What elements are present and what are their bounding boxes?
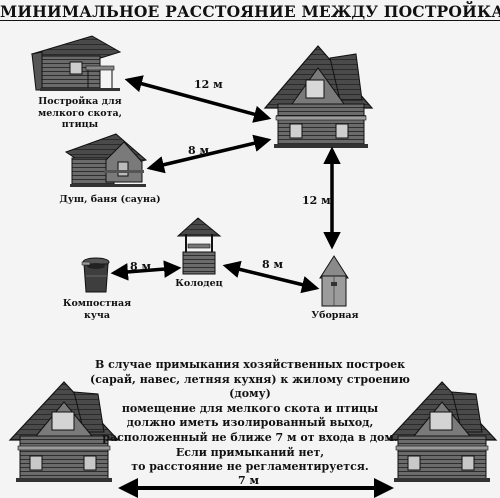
note-line: помещение для мелкого скота и птицы bbox=[121, 401, 379, 415]
house-right-icon bbox=[386, 381, 498, 482]
distance-house-house: 7 м bbox=[238, 474, 260, 487]
arrow-house-bath bbox=[146, 134, 272, 174]
arrow-well-toilet bbox=[222, 260, 320, 294]
rules-note: В случае примыкания хозяйственных постро… bbox=[85, 358, 415, 475]
page-title: МИНИМАЛЬНОЕ РАССТОЯНИЕ МЕЖДУ ПОСТРОЙКАМИ bbox=[0, 2, 500, 21]
distance-house-bath: 8 м bbox=[188, 144, 210, 157]
well-icon bbox=[176, 217, 222, 275]
compost-bin-icon bbox=[81, 257, 110, 293]
arrow-compost-well bbox=[110, 260, 182, 281]
note-line: Если примыканий нет, bbox=[175, 445, 325, 459]
distance-compost-well: 8 м bbox=[130, 260, 152, 273]
distance-house-toilet: 12 м bbox=[302, 194, 331, 207]
note-line: то расстояние не регламентируется. bbox=[131, 460, 369, 474]
note-line: (сарай, навес, летняя кухня) к жилому ст… bbox=[90, 372, 410, 401]
distance-house-livestock: 12 м bbox=[194, 78, 223, 91]
main-house-icon bbox=[263, 45, 374, 148]
label-livestock: Постройка для мелкого скота, птицы bbox=[38, 96, 122, 130]
arrow-house-livestock bbox=[124, 75, 272, 123]
label-toilet: Уборная bbox=[311, 310, 359, 321]
label-compost: Компостная куча bbox=[62, 298, 132, 321]
house-left-icon bbox=[8, 381, 120, 482]
label-well: Колодец bbox=[175, 278, 223, 289]
livestock-shed-icon bbox=[30, 35, 122, 91]
note-line: должно иметь изолированный выход, bbox=[126, 416, 374, 430]
outhouse-icon bbox=[319, 255, 349, 307]
distance-well-toilet: 8 м bbox=[262, 258, 284, 271]
note-line: В случае примыкания хозяйственных постро… bbox=[94, 358, 406, 371]
label-bath: Душ, баня (сауна) bbox=[59, 194, 161, 205]
bath-house-icon bbox=[64, 133, 148, 187]
note-line: расположенный не ближе 7 м от входа в до… bbox=[102, 430, 398, 444]
